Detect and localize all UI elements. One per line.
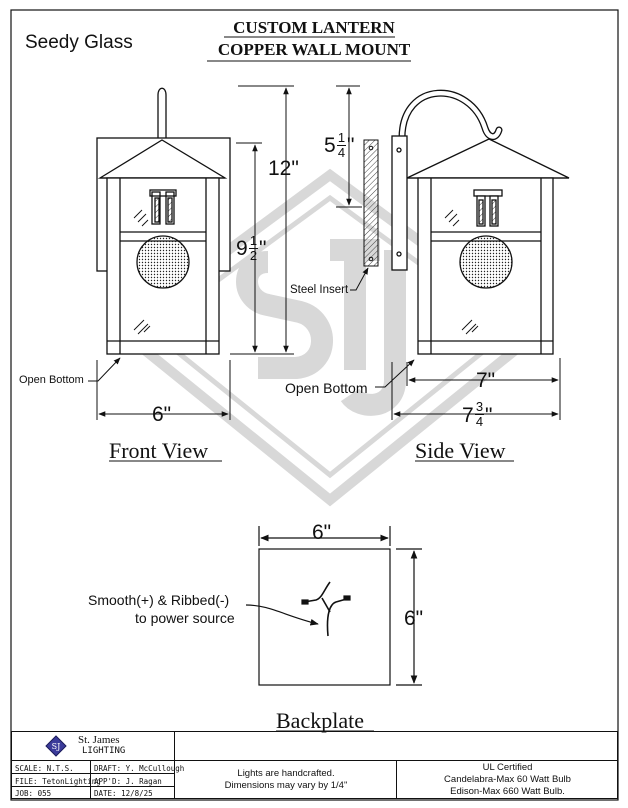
backplate-height-dim: 6": [404, 607, 424, 630]
insert-whole: 5: [324, 134, 336, 157]
draft-label: DRAFT:: [94, 764, 122, 773]
scale-value: N.T.S.: [46, 764, 74, 773]
body-height-whole: 9: [236, 237, 248, 260]
appd-label: APP'D:: [94, 777, 122, 786]
side-overall-whole: 7: [462, 404, 474, 427]
file-label: FILE:: [15, 777, 38, 786]
st-james-logo-icon: SJ: [45, 735, 67, 757]
date-value: 12/8/25: [121, 789, 153, 798]
glass-type-label: Seedy Glass: [25, 32, 133, 53]
date-label: DATE:: [94, 789, 117, 798]
overall-height-dim: 12": [268, 157, 299, 180]
title-line-1: CUSTOM LANTERN: [233, 18, 395, 37]
job-label: JOB:: [15, 789, 34, 798]
appd-value: J. Ragan: [125, 777, 162, 786]
front-view-label: Front View: [109, 438, 209, 463]
side-view-label: Side View: [415, 438, 506, 463]
front-width-dim: 6": [152, 403, 172, 426]
steel-insert-section: [336, 85, 379, 291]
ul-certification-note: UL Certified Candelabra-Max 60 Watt Bulb…: [444, 762, 571, 797]
title-block: SJ St. James LIGHTING SCALE: N.T.S. DRAF…: [11, 731, 618, 799]
file-value: TetonLighting: [42, 777, 101, 786]
wires-note-line-1: Smooth(+) & Ribbed(-): [88, 592, 230, 608]
sheet-border: [10, 9, 619, 801]
company-name: St. James: [78, 734, 120, 746]
backplate-label: Backplate: [276, 708, 364, 733]
handcrafted-note: Lights are handcrafted. Dimensions may v…: [224, 768, 348, 791]
open-bottom-side-note: Open Bottom: [285, 380, 368, 396]
backplate-width-dim: 6": [312, 521, 332, 544]
svg-text:SJ: SJ: [52, 742, 61, 751]
front-view-lantern: [96, 87, 231, 355]
open-bottom-front-note: Open Bottom: [19, 374, 84, 386]
steel-insert-note: Steel Insert: [290, 284, 349, 296]
scale-label: SCALE:: [15, 764, 43, 773]
side-depth-dim: 7": [476, 369, 496, 392]
side-view-lantern: [391, 89, 570, 355]
job-value: 055: [37, 789, 52, 798]
wires-note-line-2: to power source: [135, 610, 235, 626]
title-line-2: COPPER WALL MOUNT: [217, 40, 411, 59]
draft-value: Y. McCullough: [125, 764, 185, 773]
backplate-drawing: [245, 526, 422, 686]
company-subname: LIGHTING: [82, 746, 126, 756]
